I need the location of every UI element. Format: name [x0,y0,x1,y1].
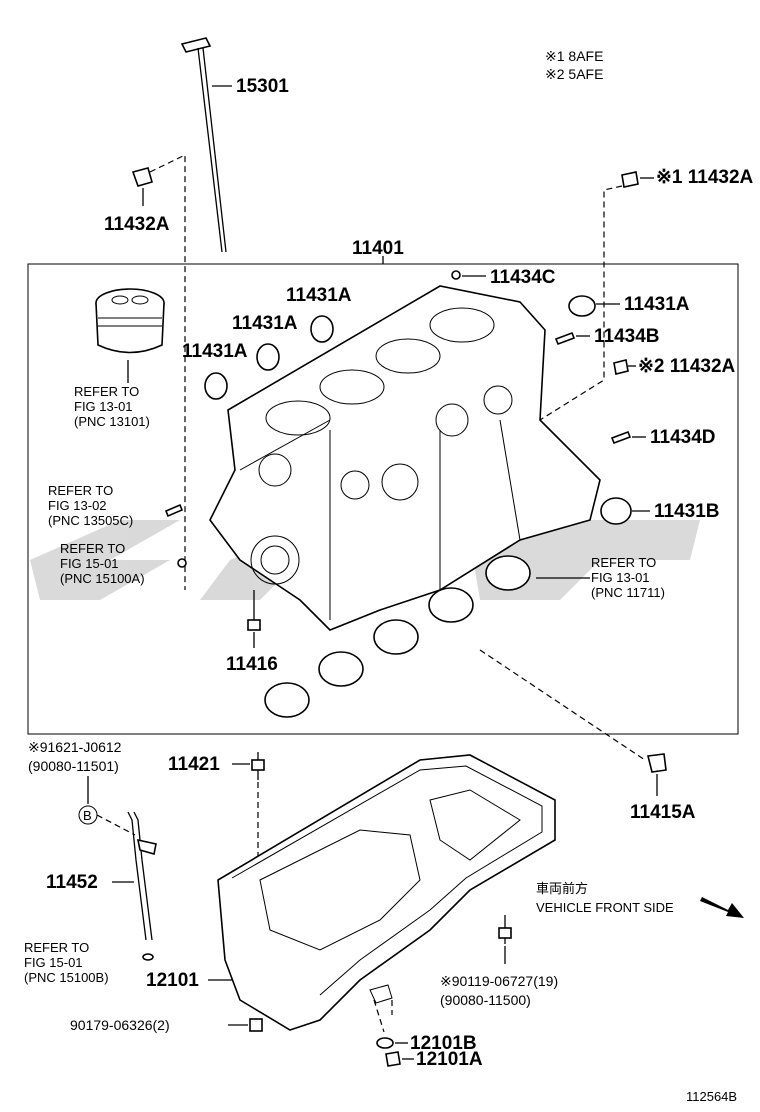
ref-15100b-line1: REFER TO [24,940,89,955]
legend-note-1: ※1 8AFE [545,48,603,64]
label-11415a: 11415A [630,802,696,823]
ref-13505-line1: REFER TO [48,483,113,498]
bolt-11416[interactable] [247,590,261,631]
label-11434b: 11434B [594,326,660,347]
ref-15100a-line2: FIG 15-01 [60,556,119,571]
ref-13505-line3: (PNC 13505C) [48,513,133,528]
stud-11421[interactable] [251,752,265,780]
ref-15100a-line1: REFER TO [60,541,125,556]
bearing-11431a-right[interactable] [568,295,596,317]
drain-plug-12101a[interactable] [385,1051,401,1067]
label-11431a-b: 11431A [232,313,298,334]
label-11416: 11416 [226,654,278,675]
label-11432a-left: 11432A [104,214,170,235]
label-90080-11501: (90080-11501) [28,758,119,774]
legend-note-2: ※2 5AFE [545,66,603,82]
label-11452: 11452 [46,872,98,893]
bolt-90119[interactable] [498,915,512,944]
label-11431a-c: 11431A [182,341,248,362]
ref-11711-line2: FIG 13-01 [591,570,650,585]
bearing-11431a-b[interactable] [256,343,280,371]
dipstick-part[interactable] [180,37,227,253]
label-11432a-mid: ※2 11432A [638,356,736,377]
label-90080-11500: (90080-11500) [440,992,531,1008]
front-label-en: VEHICLE FRONT SIDE [536,900,674,915]
label-11431b: 11431B [654,501,720,522]
plug-11415a[interactable] [647,753,667,773]
front-arrow-icon [700,897,744,918]
label-11434d: 11434D [650,427,716,448]
pin-11434b[interactable] [554,331,576,346]
label-91621: ※91621-J0612 [28,739,122,755]
label-12101b: 12101B [410,1033,477,1054]
oil-tube-11452[interactable] [127,811,157,941]
oil-pan-12101[interactable] [217,754,556,1031]
label-90119: ※90119-06727(19) [440,973,558,989]
label-90179: 90179-06326(2) [70,1017,170,1033]
ref-11711-line3: (PNC 11711) [591,585,665,600]
cylinder-block[interactable] [209,285,601,631]
plug-11432a-mid[interactable] [613,359,629,375]
label-12101: 12101 [146,970,199,991]
thrust-bearing-11431b[interactable] [600,497,632,525]
label-11421: 11421 [168,754,220,775]
plug-ref-15100a[interactable] [177,558,187,568]
plug-11432a-left[interactable] [131,167,153,187]
label-15301: 15301 [236,76,289,97]
plug-ref-15100b[interactable] [142,953,154,961]
ref-13101-line2: FIG 13-01 [74,399,133,414]
label-11401: 11401 [352,238,404,259]
ref-13505-line2: FIG 13-02 [48,498,107,513]
ref-13101-line1: REFER TO [74,384,139,399]
label-11432a-top: ※1 11432A [656,167,754,188]
ref-13101-line3: (PNC 13101) [74,414,150,429]
plug-11432a-top[interactable] [621,171,639,188]
pin-11434c[interactable] [451,270,461,280]
label-11431a-right: 11431A [624,294,690,315]
front-label-jp: 車両前方 [536,881,588,896]
bearing-11431a-a[interactable] [310,315,334,343]
ref-15100b-line3: (PNC 15100B) [24,970,109,985]
ref-15100b-line2: FIG 15-01 [24,955,83,970]
main-bearings[interactable] [264,555,531,718]
ref-11711-line1: REFER TO [591,555,656,570]
pin-ref-13505c[interactable] [164,503,184,518]
figure-code: 112564B [686,1089,737,1104]
label-11431a-a: 11431A [286,285,352,306]
ref-15100a-line3: (PNC 15100A) [60,571,145,586]
callout-b-label: B [83,808,92,823]
piston-icon [95,288,165,354]
bearing-11431a-c[interactable] [204,372,228,400]
bolt-90179[interactable] [249,1018,263,1032]
label-12101a: 12101A [416,1049,483,1070]
gasket-12101b[interactable] [376,1037,394,1049]
label-11434c: 11434C [490,267,556,288]
pin-11434d[interactable] [610,430,632,445]
